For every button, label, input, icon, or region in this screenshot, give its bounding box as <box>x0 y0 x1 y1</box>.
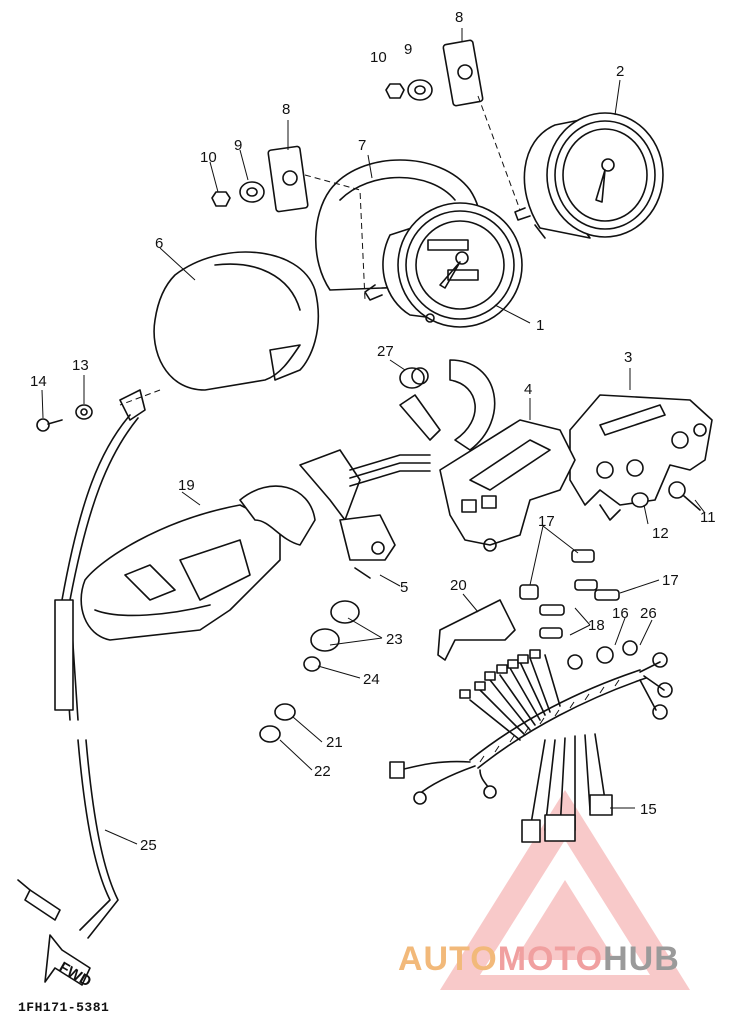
bracket-8-lower <box>267 145 309 213</box>
callout-labels: 8 2 9 10 8 7 9 10 6 1 3 27 4 13 14 19 11… <box>30 9 716 854</box>
bulb-18a <box>539 604 565 616</box>
callout-10-lower: 10 <box>200 149 217 166</box>
socket-23a <box>330 600 360 624</box>
washer-9-lower <box>239 181 265 203</box>
callout-22: 22 <box>314 763 331 780</box>
bulb-17a <box>519 584 539 600</box>
callout-8-upper: 8 <box>455 9 463 26</box>
bulb-18b <box>594 589 620 601</box>
callout-24: 24 <box>363 671 380 688</box>
callout-9-upper: 9 <box>404 41 412 58</box>
callout-27: 27 <box>377 343 394 360</box>
callout-7: 7 <box>358 137 366 154</box>
callout-15: 15 <box>640 801 657 818</box>
part-code: 1FH171-5381 <box>18 1000 110 1015</box>
callout-23: 23 <box>386 631 403 648</box>
meter-cover-6 <box>153 251 320 391</box>
bulb-24 <box>303 656 321 672</box>
callout-9-lower: 9 <box>234 137 242 154</box>
callout-6: 6 <box>155 235 163 252</box>
callout-3: 3 <box>624 349 632 366</box>
wire-harness-15 <box>389 640 673 843</box>
callout-2: 2 <box>616 63 624 80</box>
callout-16: 16 <box>612 605 629 622</box>
clamp-27-bracket <box>399 359 496 451</box>
callout-10-upper: 10 <box>370 49 387 66</box>
bracket-20 <box>437 599 516 661</box>
callout-18: 18 <box>588 617 605 634</box>
callout-5: 5 <box>400 579 408 596</box>
callout-17-upper: 17 <box>538 513 555 530</box>
callout-14: 14 <box>30 373 47 390</box>
screw-11 <box>668 481 701 511</box>
washer-13 <box>75 404 93 420</box>
tachometer-meter <box>514 112 664 239</box>
watermark-triangle <box>440 790 690 990</box>
callout-11: 11 <box>700 509 716 526</box>
callout-19: 19 <box>178 477 195 494</box>
bulb-18d <box>574 579 598 591</box>
watermark-brand: AUTOMOTOHUB <box>398 940 680 979</box>
socket-23b <box>310 628 340 652</box>
meter-bracket-4 <box>439 419 576 552</box>
speedometer-meter <box>364 202 523 328</box>
nut-10-lower <box>211 191 231 207</box>
forward-arrow: FWD <box>44 934 94 991</box>
watermark-part-3: HUB <box>603 940 680 978</box>
upper-bracket-19 <box>239 449 361 546</box>
speedo-cable-25 <box>17 389 146 939</box>
cap-22 <box>259 725 281 743</box>
meter-bracket-3 <box>569 394 713 521</box>
nut-10-upper <box>385 83 405 99</box>
callout-17-lower: 17 <box>662 572 679 589</box>
callout-1: 1 <box>536 317 544 334</box>
screw-14 <box>36 418 63 432</box>
callout-21: 21 <box>326 734 343 751</box>
leader-lines <box>41 28 706 845</box>
damper-27 <box>399 367 429 389</box>
watermark-part-1: AUTO <box>398 940 498 978</box>
callout-26: 26 <box>640 605 657 622</box>
grommet-21 <box>274 703 296 721</box>
headlight-body-19 <box>80 504 281 641</box>
callout-13: 13 <box>72 357 89 374</box>
washer-12 <box>631 492 649 508</box>
switch-5 <box>339 514 396 579</box>
bulb-17b <box>571 549 595 563</box>
callout-25: 25 <box>140 837 157 854</box>
callout-20: 20 <box>450 577 467 594</box>
callout-8-lower: 8 <box>282 101 290 118</box>
watermark-part-2: MOTO <box>497 940 604 978</box>
washer-9-upper <box>407 79 433 101</box>
bulb-18c <box>539 627 563 639</box>
callout-12: 12 <box>652 525 669 542</box>
callout-4: 4 <box>524 381 532 398</box>
bracket-8-upper <box>442 39 484 107</box>
